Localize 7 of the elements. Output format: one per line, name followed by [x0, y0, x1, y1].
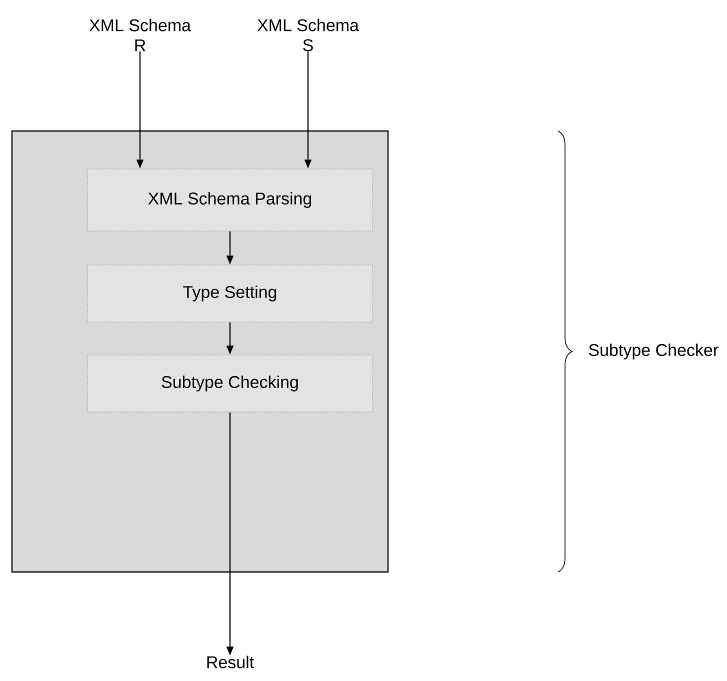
input-label: XML Schema S: [257, 18, 359, 52]
process-box: XML Schema Parsing: [87, 168, 373, 232]
process-box: Subtype Checking: [87, 354, 373, 412]
process-box: Type Setting: [87, 264, 373, 322]
input-label: XML Schema R: [89, 18, 191, 52]
output-label: Result: [207, 656, 254, 668]
brace-label: Subtype Checker: [588, 344, 718, 360]
